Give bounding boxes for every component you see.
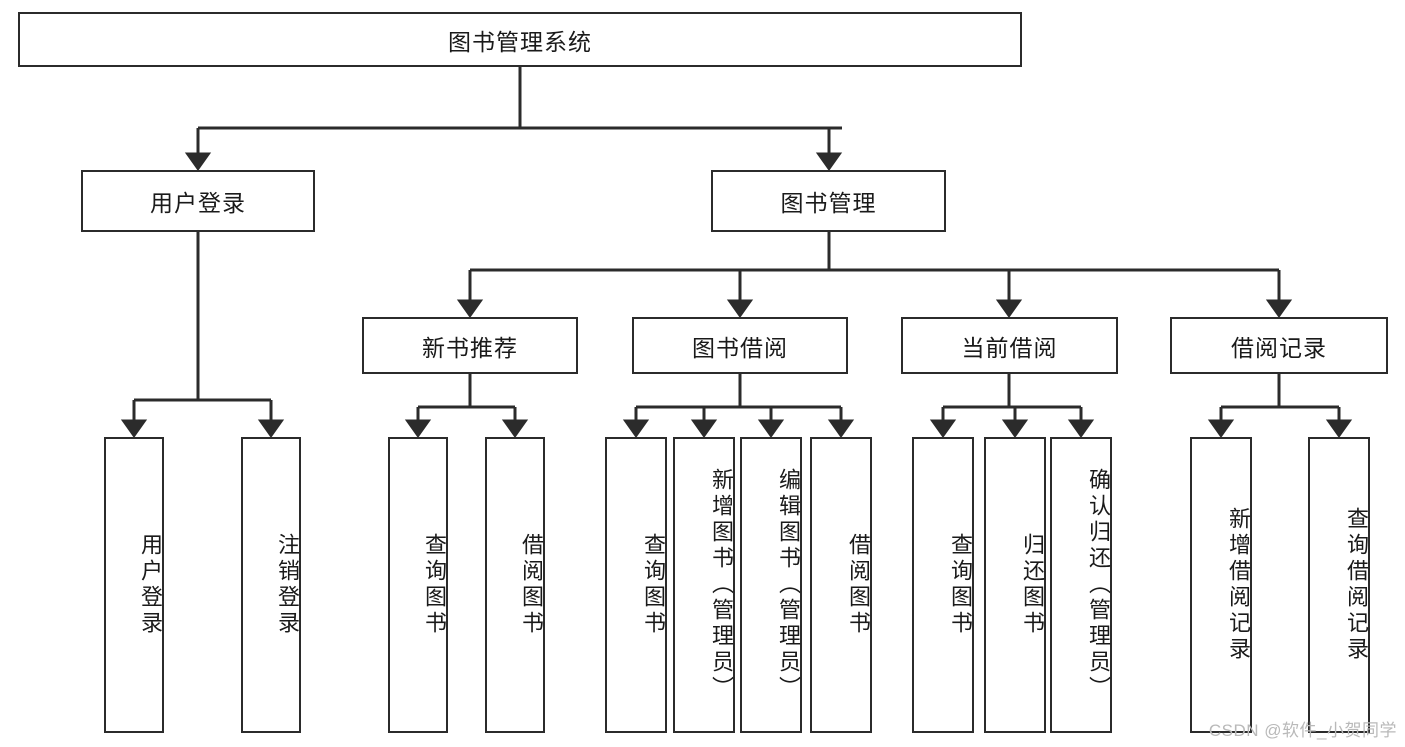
node-root[interactable]: 图书管理系统 xyxy=(18,12,1022,67)
node-leaf-return-book[interactable]: 归还图书 xyxy=(984,437,1046,733)
node-user-login[interactable]: 用户登录 xyxy=(81,170,315,232)
node-leaf-user-logout[interactable]: 注销登录 xyxy=(241,437,301,733)
node-leaf-query-book-rec[interactable]: 查询图书 xyxy=(388,437,448,733)
node-leaf-borrow-book-rec[interactable]: 借阅图书 xyxy=(485,437,545,733)
node-borrow-record-label: 借阅记录 xyxy=(1231,334,1327,361)
node-leaf-query-record[interactable]: 查询借阅记录 xyxy=(1308,437,1370,733)
node-leaf-query-book-borrow[interactable]: 查询图书 xyxy=(605,437,667,733)
node-leaf-query-record-label: 查询借阅记录 xyxy=(1344,507,1369,663)
node-book-borrow-label: 图书借阅 xyxy=(692,334,788,361)
node-leaf-borrow-book-label: 借阅图书 xyxy=(846,533,871,637)
node-leaf-return-book-label: 归还图书 xyxy=(1020,533,1045,637)
node-new-book-rec[interactable]: 新书推荐 xyxy=(362,317,578,374)
node-leaf-user-logout-label: 注销登录 xyxy=(275,533,300,637)
node-current-borrow-label: 当前借阅 xyxy=(961,334,1058,361)
node-borrow-record[interactable]: 借阅记录 xyxy=(1170,317,1388,374)
node-book-manage-label: 图书管理 xyxy=(780,190,877,216)
node-leaf-add-book[interactable]: 新增图书（管理员） xyxy=(673,437,735,733)
node-new-book-rec-label: 新书推荐 xyxy=(422,334,518,361)
watermark: CSDN @软件_小贺同学 xyxy=(1208,721,1397,740)
node-leaf-borrow-book[interactable]: 借阅图书 xyxy=(810,437,872,733)
node-leaf-confirm-return[interactable]: 确认归还（管理员） xyxy=(1050,437,1112,733)
node-leaf-query-book-cur-label: 查询图书 xyxy=(948,533,973,637)
node-current-borrow[interactable]: 当前借阅 xyxy=(901,317,1118,374)
node-leaf-add-record-label: 新增借阅记录 xyxy=(1226,507,1251,663)
node-leaf-query-book-borrow-label: 查询图书 xyxy=(641,533,666,637)
node-leaf-query-book-cur[interactable]: 查询图书 xyxy=(912,437,974,733)
node-user-login-label: 用户登录 xyxy=(150,190,246,216)
node-root-label: 图书管理系统 xyxy=(448,28,592,55)
node-leaf-query-book-rec-label: 查询图书 xyxy=(422,533,447,637)
node-leaf-edit-book-label: 编辑图书（管理员） xyxy=(776,468,801,702)
node-leaf-user-login-label: 用户登录 xyxy=(138,533,163,637)
node-leaf-user-login[interactable]: 用户登录 xyxy=(104,437,164,733)
node-book-borrow[interactable]: 图书借阅 xyxy=(632,317,848,374)
node-leaf-add-record[interactable]: 新增借阅记录 xyxy=(1190,437,1252,733)
node-leaf-add-book-label: 新增图书（管理员） xyxy=(709,468,734,702)
node-leaf-confirm-return-label: 确认归还（管理员） xyxy=(1086,468,1111,702)
node-leaf-borrow-book-rec-label: 借阅图书 xyxy=(519,533,544,637)
node-leaf-edit-book[interactable]: 编辑图书（管理员） xyxy=(740,437,802,733)
node-book-manage[interactable]: 图书管理 xyxy=(711,170,946,232)
